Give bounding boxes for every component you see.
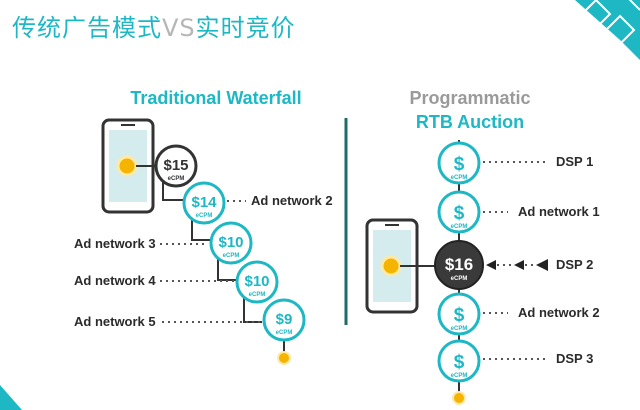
label-ad-network-1: Ad network 1 bbox=[518, 204, 600, 219]
right-phone-icon bbox=[365, 218, 419, 314]
svg-text:eCPM: eCPM bbox=[196, 213, 213, 219]
waterfall-node-3: $10 eCPM bbox=[209, 221, 253, 265]
rtb-node-adnet1: $ eCPM bbox=[437, 190, 481, 234]
rtb-node-dsp3: $ eCPM bbox=[437, 339, 481, 383]
waterfall-heading: Traditional Waterfall bbox=[130, 88, 302, 108]
label-dsp-1: DSP 1 bbox=[556, 154, 594, 169]
label-ad-network-3: Ad network 3 bbox=[74, 236, 156, 251]
label-dsp-3: DSP 3 bbox=[556, 351, 594, 366]
svg-text:$16: $16 bbox=[445, 255, 473, 274]
waterfall-node-4: $10 eCPM bbox=[235, 260, 279, 304]
svg-text:eCPM: eCPM bbox=[249, 292, 266, 298]
waterfall-node-5: $9 eCPM bbox=[262, 298, 306, 342]
svg-text:eCPM: eCPM bbox=[451, 175, 468, 181]
svg-text:eCPM: eCPM bbox=[276, 330, 293, 336]
svg-text:$10: $10 bbox=[244, 273, 269, 290]
label-ad-network-4: Ad network 4 bbox=[74, 273, 156, 288]
rtb-node-adnet2: $ eCPM bbox=[437, 292, 481, 336]
svg-text:eCPM: eCPM bbox=[168, 176, 185, 182]
svg-text:$: $ bbox=[454, 203, 465, 224]
label-ad-network-2-right: Ad network 2 bbox=[518, 305, 600, 320]
title-part-2: 实时竞价 bbox=[195, 14, 296, 42]
svg-text:$10: $10 bbox=[218, 234, 243, 251]
title-vs: VS bbox=[162, 14, 196, 42]
waterfall-end-dot bbox=[277, 351, 291, 365]
label-ad-network-2-left: Ad network 2 bbox=[251, 193, 333, 208]
waterfall-node-2: $14 eCPM bbox=[182, 181, 226, 225]
svg-text:$: $ bbox=[454, 154, 465, 175]
rtb-heading-line1: Programmatic bbox=[409, 88, 531, 108]
title-part-1: 传统广告模式 bbox=[12, 14, 162, 42]
svg-text:$9: $9 bbox=[276, 311, 293, 328]
winning-bid-arrow-icon bbox=[486, 259, 548, 271]
svg-text:$: $ bbox=[454, 352, 465, 373]
svg-text:eCPM: eCPM bbox=[223, 253, 240, 259]
svg-text:$14: $14 bbox=[191, 194, 217, 211]
rtb-end-dot bbox=[452, 391, 466, 405]
rtb-node-dsp1: $ eCPM bbox=[437, 141, 481, 185]
svg-text:eCPM: eCPM bbox=[451, 224, 468, 230]
rtb-heading-line2: RTB Auction bbox=[415, 112, 525, 132]
waterfall-node-1: $15 eCPM bbox=[154, 144, 198, 188]
page-title: 传统广告模式VS实时竞价 bbox=[12, 8, 296, 43]
svg-text:eCPM: eCPM bbox=[451, 276, 468, 282]
svg-text:eCPM: eCPM bbox=[451, 326, 468, 332]
svg-text:$: $ bbox=[454, 305, 465, 326]
rtb-node-dsp2-winner: $16 eCPM bbox=[434, 240, 484, 290]
label-dsp-2: DSP 2 bbox=[556, 257, 594, 272]
label-ad-network-5: Ad network 5 bbox=[74, 314, 156, 329]
svg-text:eCPM: eCPM bbox=[451, 373, 468, 379]
svg-text:$15: $15 bbox=[163, 157, 188, 174]
